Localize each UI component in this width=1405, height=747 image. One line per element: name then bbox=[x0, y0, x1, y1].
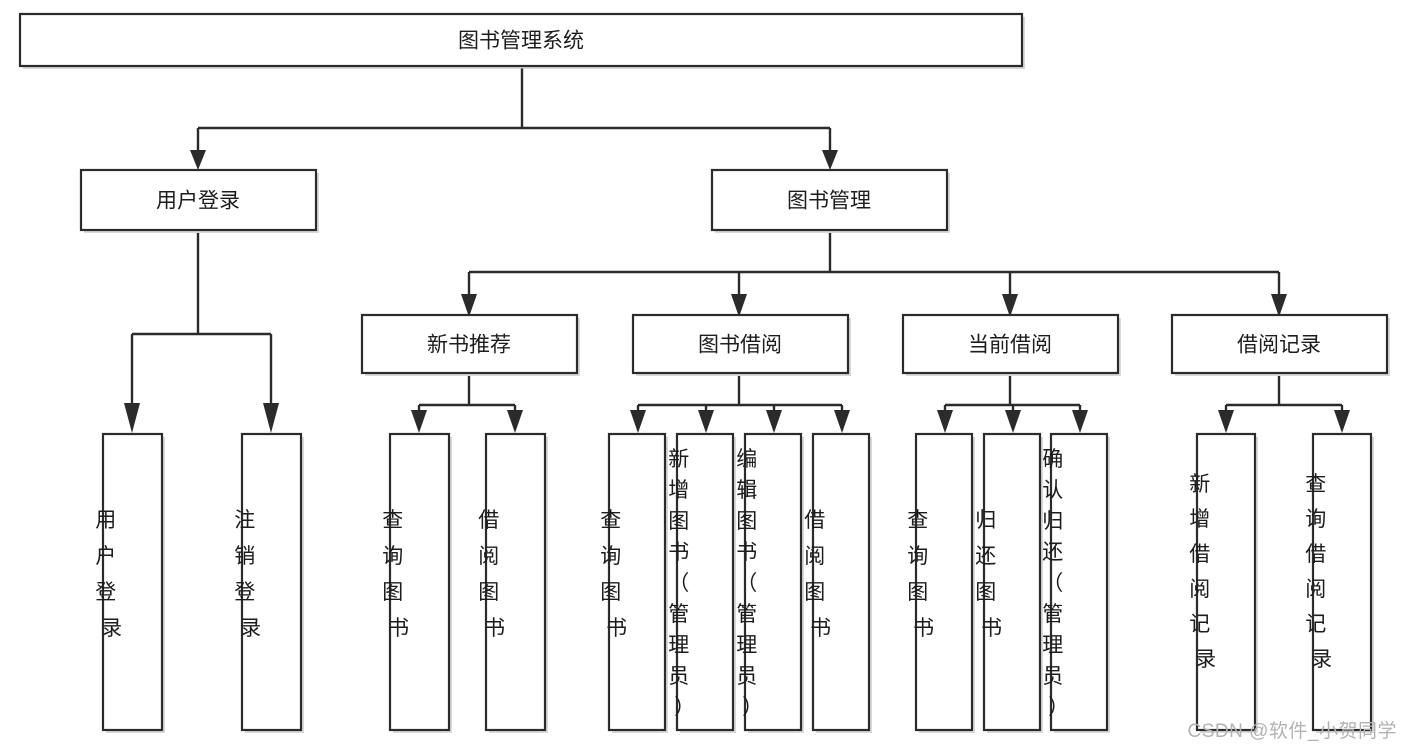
node-leaf-confirm-return-label: 确 认 归 还 （ 管 理 员 ） bbox=[1042, 448, 1116, 719]
arrow-leaf-edit-book bbox=[766, 410, 782, 433]
node-leaf-add-book[interactable]: 新 增 图 书 （ 管 理 员 ） bbox=[668, 432, 742, 733]
arrow-user-login bbox=[190, 150, 206, 170]
node-leaf-add-book-box bbox=[675, 432, 735, 732]
node-leaf-borrow-book-1[interactable]: 借 阅 图 书 bbox=[478, 432, 552, 733]
node-user-login-box bbox=[79, 168, 318, 232]
node-book-borrow-box bbox=[631, 313, 850, 375]
node-leaf-user-logout[interactable]: 注 销 登 录 bbox=[234, 432, 308, 733]
node-leaf-borrow-book-1-label: 借 阅 图 书 bbox=[478, 509, 552, 640]
arrow-book-manage bbox=[822, 150, 838, 170]
node-book-manage-label: 图书管理 bbox=[787, 190, 871, 213]
node-root-label: 图书管理系统 bbox=[458, 30, 584, 53]
node-borrow-record-label: 借阅记录 bbox=[1237, 334, 1321, 357]
node-leaf-query-record-box bbox=[1311, 432, 1373, 732]
arrow-leaf-query-book-2 bbox=[630, 410, 646, 433]
node-leaf-query-book-1[interactable]: 查 询 图 书 bbox=[382, 432, 456, 733]
node-book-manage-box bbox=[710, 168, 949, 232]
node-leaf-query-book-2-box bbox=[607, 432, 667, 732]
arrow-leaf-query-book-1 bbox=[411, 410, 427, 433]
node-leaf-query-record[interactable]: 查 询 借 阅 记 录 bbox=[1305, 432, 1379, 733]
arrow-borrow-record bbox=[1271, 294, 1287, 317]
node-leaf-edit-book-label: 编 辑 图 书 （ 管 理 员 ） bbox=[736, 448, 810, 719]
node-borrow-record[interactable]: 借阅记录 bbox=[1170, 313, 1390, 376]
arrow-leaf-user-login bbox=[124, 403, 140, 433]
arrow-book-borrow bbox=[731, 294, 747, 317]
node-leaf-edit-book-box bbox=[743, 432, 803, 732]
node-leaf-query-record-label: 查 询 借 阅 记 录 bbox=[1305, 473, 1379, 671]
node-new-book-recommend-label: 新书推荐 bbox=[427, 334, 511, 357]
arrow-leaf-user-logout bbox=[263, 403, 279, 433]
node-leaf-query-book-2-label: 查 询 图 书 bbox=[600, 509, 674, 640]
node-leaf-add-book-label: 新 增 图 书 （ 管 理 员 ） bbox=[668, 448, 742, 719]
arrow-leaf-confirm-return bbox=[1072, 410, 1088, 433]
node-leaf-user-logout-label: 注 销 登 录 bbox=[234, 509, 308, 640]
node-current-borrow-box bbox=[901, 313, 1120, 375]
node-book-borrow[interactable]: 图书借阅 bbox=[631, 313, 851, 376]
node-leaf-return-book[interactable]: 归 还 图 书 bbox=[975, 432, 1049, 733]
node-leaf-return-book-box bbox=[982, 432, 1042, 732]
node-leaf-query-book-3-box bbox=[914, 432, 974, 732]
node-leaf-add-record-label: 新 增 借 阅 记 录 bbox=[1189, 473, 1263, 671]
node-book-borrow-label: 图书借阅 bbox=[698, 334, 782, 357]
arrow-leaf-borrow-book-1 bbox=[507, 410, 523, 433]
arrow-leaf-return-book bbox=[1005, 410, 1021, 433]
arrow-new-book-recommend bbox=[461, 294, 477, 317]
node-user-login[interactable]: 用户登录 bbox=[79, 168, 319, 233]
node-new-book-recommend-box bbox=[360, 313, 579, 375]
node-leaf-add-record-box bbox=[1195, 432, 1257, 732]
node-leaf-user-login[interactable]: 用 户 登 录 bbox=[95, 432, 169, 733]
connector-layer bbox=[124, 68, 1350, 433]
node-leaf-user-login-label: 用 户 登 录 bbox=[95, 509, 169, 640]
arrow-leaf-borrow-book-2 bbox=[834, 410, 850, 433]
node-borrow-record-box bbox=[1170, 313, 1389, 375]
node-new-book-recommend[interactable]: 新书推荐 bbox=[360, 313, 580, 376]
arrow-leaf-query-record bbox=[1334, 410, 1350, 433]
node-leaf-borrow-book-2[interactable]: 借 阅 图 书 bbox=[804, 432, 878, 733]
node-current-borrow[interactable]: 当前借阅 bbox=[901, 313, 1121, 376]
node-leaf-borrow-book-1-box bbox=[484, 432, 547, 732]
node-leaf-borrow-book-2-label: 借 阅 图 书 bbox=[804, 509, 878, 640]
arrow-leaf-add-record bbox=[1218, 410, 1234, 433]
arrow-current-borrow bbox=[1002, 294, 1018, 317]
node-leaf-borrow-book-2-box bbox=[811, 432, 871, 732]
node-leaf-query-book-3-label: 查 询 图 书 bbox=[907, 509, 981, 640]
node-leaf-user-logout-box bbox=[240, 432, 303, 732]
node-leaf-confirm-return-box bbox=[1049, 432, 1109, 732]
node-current-borrow-label: 当前借阅 bbox=[968, 334, 1052, 357]
node-book-manage[interactable]: 图书管理 bbox=[710, 168, 950, 233]
node-leaf-user-login-box bbox=[101, 432, 164, 732]
node-root-box bbox=[18, 12, 1024, 68]
node-leaf-query-book-1-label: 查 询 图 书 bbox=[382, 509, 456, 640]
node-leaf-add-record[interactable]: 新 增 借 阅 记 录 bbox=[1189, 432, 1263, 733]
node-leaf-query-book-3[interactable]: 查 询 图 书 bbox=[907, 432, 981, 733]
arrow-leaf-add-book bbox=[698, 410, 714, 433]
node-leaf-edit-book[interactable]: 编 辑 图 书 （ 管 理 员 ） bbox=[736, 432, 810, 733]
node-leaf-query-book-2[interactable]: 查 询 图 书 bbox=[600, 432, 674, 733]
node-root[interactable]: 图书管理系统 bbox=[18, 12, 1025, 69]
node-leaf-confirm-return[interactable]: 确 认 归 还 （ 管 理 员 ） bbox=[1042, 432, 1116, 733]
node-user-login-label: 用户登录 bbox=[156, 190, 240, 213]
node-leaf-return-book-label: 归 还 图 书 bbox=[975, 509, 1049, 640]
node-leaf-query-book-1-box bbox=[388, 432, 451, 732]
arrow-leaf-query-book-3 bbox=[937, 410, 953, 433]
